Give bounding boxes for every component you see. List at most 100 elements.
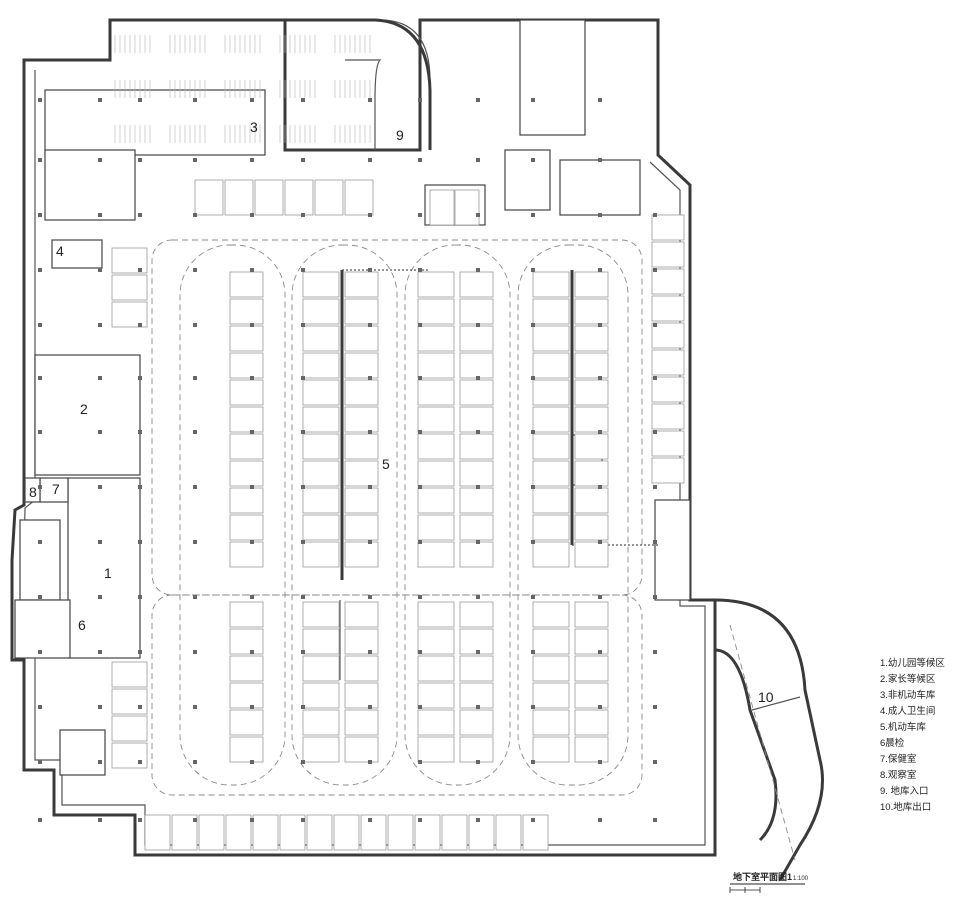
parking-stall [302,325,340,352]
structural-column [476,376,480,380]
parking-stall [459,325,494,352]
scale-text: 1:100 [793,876,809,882]
structural-column [653,705,657,709]
parking-stall [302,709,340,736]
parking-stall [651,241,685,268]
parking-stall [302,352,340,379]
structural-column [653,818,657,822]
structural-column [193,650,197,654]
parking-stall [417,682,455,709]
parking-stall [344,325,379,352]
structural-column [418,158,422,162]
structural-column [476,650,480,654]
room-lower-left [59,729,106,776]
parking-stall [459,541,494,568]
stair-right [654,499,691,601]
parking-stall [344,271,379,298]
structural-column [653,323,657,327]
parking-stall [229,298,264,325]
structural-column [598,323,602,327]
parking-stall [459,628,494,655]
parking-stall [574,736,609,763]
parking-stall [229,628,264,655]
structural-column [250,818,254,822]
parking-stall [532,487,570,514]
structural-column [476,818,480,822]
parking-stall [417,628,455,655]
structural-column [418,213,422,217]
parking-stall [532,352,570,379]
bicycle-rack [169,125,206,143]
parking-stall [454,189,480,226]
parking-stall [302,406,340,433]
structural-column [418,485,422,489]
parking-stall [532,541,570,568]
structural-column [250,540,254,544]
parking-stall [459,379,494,406]
legend-item-7: 7.保健室 [880,753,916,765]
structural-column [98,213,102,217]
parking-stall [532,736,570,763]
structural-column [38,818,42,822]
structural-column [476,430,480,434]
bicycle-rack [114,80,151,98]
structural-column [138,376,142,380]
parking-stall [459,601,494,628]
legend-item-4: 4.成人卫生间 [880,705,935,717]
structural-column [368,595,372,599]
room-top-right-2 [504,149,551,211]
parking-stall [532,628,570,655]
waiting-hall-parents [34,354,141,476]
parking-stall [225,814,252,851]
title-text: 地下室平面图1 [733,871,792,882]
parking-stall [302,298,340,325]
structural-column [301,323,305,327]
bicycle-hall [44,89,266,156]
parking-stall [574,655,609,682]
structural-column [98,98,102,102]
structural-column [98,485,102,489]
parking-stall [344,682,379,709]
structural-column [138,158,142,162]
parking-stall [333,814,360,851]
parking-stall [574,379,609,406]
parking-stall [111,661,148,688]
parking-stall [302,736,340,763]
room-top-right-1 [519,19,586,136]
zone-label-1: 1 [104,565,112,581]
structural-column [301,376,305,380]
parking-stall [459,709,494,736]
structural-column [138,760,142,764]
structural-column [138,595,142,599]
structural-column [531,485,535,489]
structural-column [250,268,254,272]
legend-item-8: 8.观察室 [880,769,916,781]
structural-column [476,705,480,709]
structural-column [193,430,197,434]
parking-stall [417,460,455,487]
parking-stall [111,688,148,715]
bicycle-rack [114,125,151,143]
structural-column [98,760,102,764]
zone-label-5: 5 [382,456,390,472]
exit-ramp-10-inner [714,648,778,842]
parking-stall [111,274,148,301]
structural-column [598,595,602,599]
structural-column [598,268,602,272]
parking-stall [111,715,148,742]
structural-column [193,705,197,709]
zone-label-10: 10 [758,689,774,705]
structural-column [250,213,254,217]
structural-column [38,158,42,162]
parking-stall [574,433,609,460]
parking-stall [574,352,609,379]
structural-column [98,430,102,434]
parking-stall [651,214,685,241]
structural-column [598,650,602,654]
parking-stall [651,268,685,295]
parking-stall [651,295,685,322]
parking-stall [417,433,455,460]
parking-stall [306,814,333,851]
